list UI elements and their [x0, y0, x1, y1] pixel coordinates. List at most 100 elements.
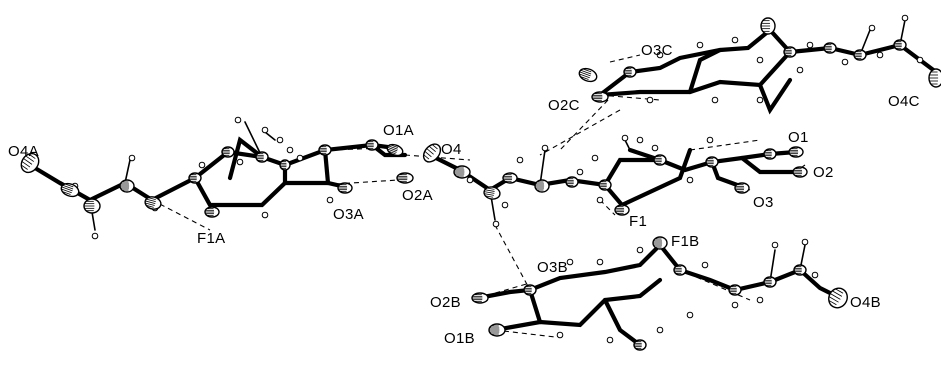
carbon-ellipsoid [279, 159, 291, 171]
carbon-ellipsoid [502, 172, 518, 184]
hydrogen-atom [841, 58, 849, 66]
bond [192, 175, 353, 208]
bond [264, 131, 276, 141]
carbon-ellipsoid [705, 156, 719, 168]
bond [757, 77, 793, 115]
hydrogen-atom [556, 331, 564, 339]
hydrogen-atom [466, 176, 474, 184]
hydrogen-atom [636, 136, 644, 144]
label-f1b: F1B [671, 233, 699, 250]
atom-hatch-line [835, 288, 844, 294]
carbon-ellipsoid [144, 196, 162, 210]
atom-hatch-line [484, 189, 495, 192]
hydrogen-atom [686, 176, 694, 184]
bond [492, 277, 663, 333]
atom-hatch-line [21, 164, 28, 170]
atom-hatch-line [146, 204, 154, 208]
bond [124, 159, 131, 184]
hydrogen-atom [868, 24, 876, 32]
atom-hatch-line [484, 193, 494, 196]
carbon-ellipsoid [763, 276, 777, 288]
fluorine-f1b-ellipsoid [652, 236, 668, 250]
oxygen-o3-ellipsoid [734, 182, 750, 194]
bond [597, 49, 793, 98]
atom-hatch-line [25, 155, 34, 162]
hydrogen-atom [591, 154, 599, 162]
hydrogen-atom [711, 96, 719, 104]
hydrogen-atom [701, 261, 709, 269]
fluorine-f1-ellipsoid [614, 204, 630, 216]
oxygen-o3c-ellipsoid [623, 66, 637, 78]
atom-hatch-line [424, 151, 432, 158]
hydrogen-atom [128, 154, 136, 162]
oxygen-o4a-ellipsoid [20, 152, 40, 174]
atom-hatch-line [828, 300, 837, 306]
atom-hatch-line [64, 183, 74, 188]
hydrogen-bond-dashed-line [599, 94, 661, 101]
hydrogen-atom [656, 51, 664, 59]
hydrogen-atom [651, 144, 659, 152]
hydrogen-atom [731, 36, 739, 44]
carbon-ellipsoid [763, 148, 777, 160]
oxygen-o2-ellipsoid [792, 166, 808, 178]
atom-hatch-line [148, 197, 156, 200]
hydrogen-atom [706, 136, 714, 144]
oxygen-o4b-ellipsoid [828, 287, 848, 309]
hydrogen-atom [541, 144, 549, 152]
hydrogen-bond-dashed-line [679, 269, 751, 301]
atom-hatch-line [432, 144, 438, 150]
bond [244, 121, 263, 158]
hydrogen-atom [916, 56, 924, 64]
hydrogen-atom [811, 271, 819, 279]
label-f1: F1 [629, 213, 647, 230]
atom-hatch-line [62, 191, 71, 195]
hydrogen-atom [91, 232, 99, 240]
carbon-ellipsoid [793, 264, 807, 276]
hydrogen-atom [796, 66, 804, 74]
carbon-ellipsoid [83, 198, 101, 214]
carbon-ellipsoid [853, 49, 867, 61]
label-o1: O1 [788, 129, 809, 146]
carbon-ellipsoid [565, 176, 579, 188]
oxygen-o1b-ellipsoid [488, 323, 506, 337]
bond [32, 142, 398, 203]
bond [602, 147, 693, 208]
atom-hatch-line [579, 73, 590, 79]
oxygen-o1-ellipsoid [788, 146, 804, 158]
atom-hatch-line [145, 200, 156, 205]
atom-hatch-line [61, 186, 73, 192]
bond [739, 155, 798, 175]
atom-hatch-line [484, 191, 495, 194]
atom-hatch-line [832, 290, 843, 297]
atom-hatch-line [23, 158, 33, 165]
label-o4b: O4B [850, 294, 881, 311]
label-o2: O2 [813, 164, 834, 181]
hydrogen-bond-dashed-line [404, 154, 471, 161]
carbon-ellipsoid [893, 39, 907, 51]
hydrogen-bond-dashed-line [599, 199, 616, 216]
hydrogen-atom [286, 146, 294, 154]
carbon-ellipsoid [633, 339, 647, 351]
hydrogen-atom [756, 56, 764, 64]
hydrogen-atom [646, 96, 654, 104]
label-f1a: F1A [197, 230, 225, 247]
hydrogen-atom [236, 158, 244, 166]
carbon-ellipsoid [453, 165, 471, 179]
hydrogen-atom [198, 161, 206, 169]
atom-hatch-line [146, 198, 156, 203]
atom-hatch-line [580, 76, 589, 80]
bond [624, 139, 631, 151]
label-o2a: O2A [402, 187, 433, 204]
label-o3b: O3B [537, 259, 568, 276]
carbon-ellipsoid [483, 186, 501, 200]
oxygen-o4-ellipsoid [422, 143, 442, 163]
carbon-ellipsoid [653, 154, 667, 166]
bond [597, 27, 941, 98]
hydrogen-atom [696, 41, 704, 49]
atom-hatch-line [145, 202, 155, 206]
carbon-ellipsoid [365, 139, 379, 151]
hydrogen-bond-dashed-line [609, 54, 641, 63]
atom-hatch-line [830, 293, 841, 300]
label-o3c: O3C [641, 42, 673, 59]
carbon-ellipsoid [760, 17, 776, 35]
